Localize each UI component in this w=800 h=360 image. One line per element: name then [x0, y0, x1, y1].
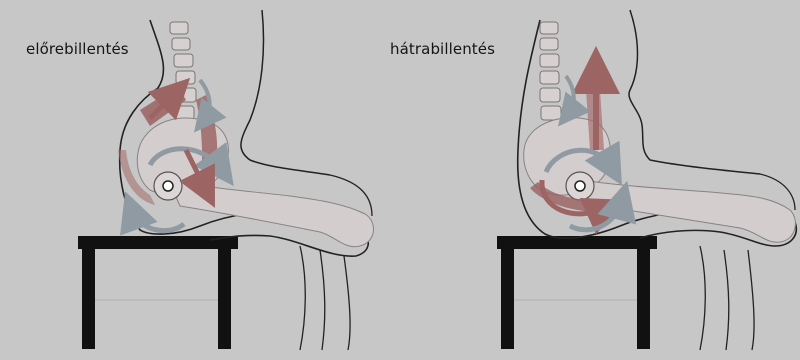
left-lower-rotation-arrow — [132, 210, 184, 231]
left-hip-center — [163, 181, 173, 191]
backward-tilt-figure — [497, 10, 796, 350]
right-spine — [540, 22, 561, 120]
left-table — [78, 236, 238, 349]
right-hip-center — [575, 181, 585, 191]
left-abdomen-outline — [241, 10, 330, 175]
right-femur — [582, 180, 795, 242]
forward-tilt-figure — [78, 10, 374, 350]
right-spine-curve-arrow — [566, 76, 574, 114]
right-table — [497, 236, 657, 349]
right-abdomen-outline — [629, 10, 760, 174]
